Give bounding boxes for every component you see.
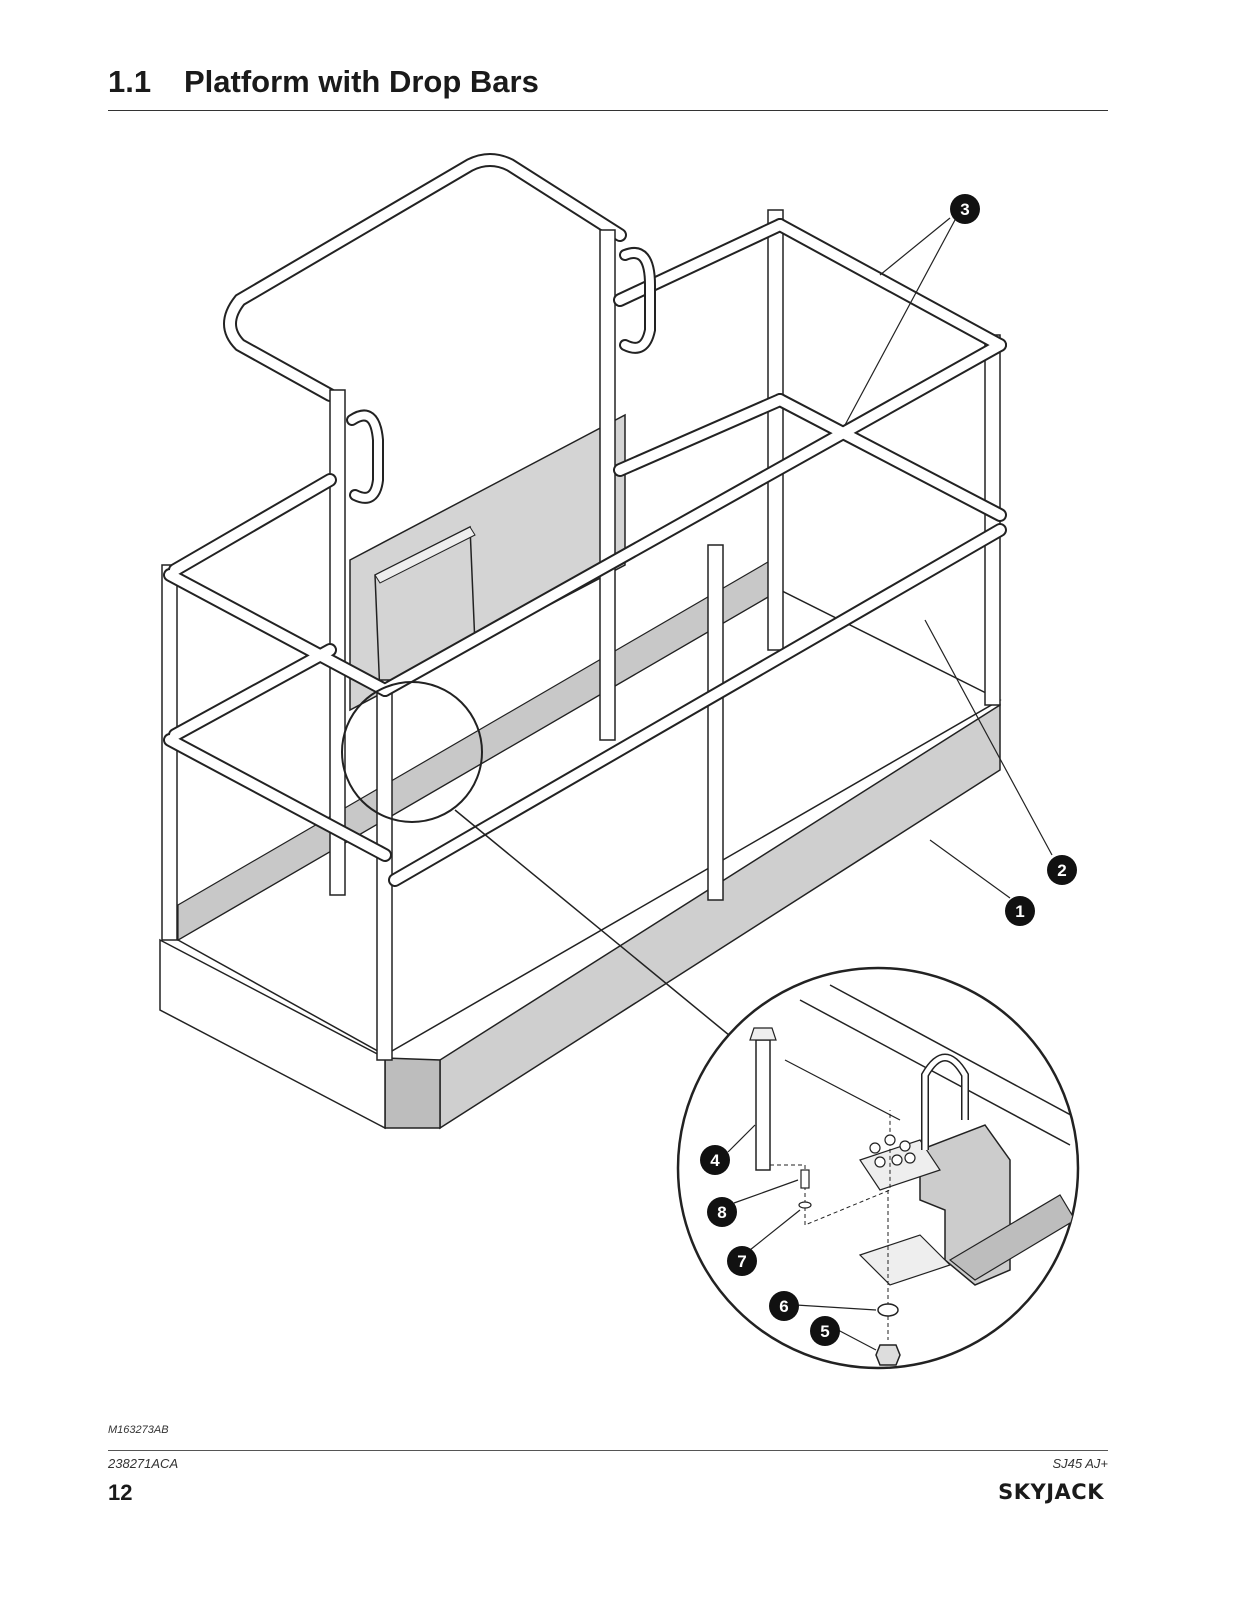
flat-washer bbox=[877, 1303, 899, 1317]
document-number: 238271ACA bbox=[108, 1456, 179, 1471]
callout-5: 5 bbox=[810, 1316, 840, 1346]
svg-text:4: 4 bbox=[710, 1151, 720, 1170]
corner-toeboard bbox=[384, 1057, 441, 1129]
brand-logo: SKYJACK bbox=[998, 1480, 1104, 1504]
svg-text:5: 5 bbox=[820, 1322, 829, 1341]
callout-8: 8 bbox=[707, 1197, 737, 1227]
bolt-cluster bbox=[869, 1134, 916, 1168]
detail-source-circle bbox=[341, 681, 483, 823]
footer-rule bbox=[108, 1450, 1108, 1451]
callout-4: 4 bbox=[700, 1145, 730, 1175]
callout-3: 3 bbox=[950, 194, 980, 224]
detail-view-contents bbox=[749, 984, 1078, 1366]
drawing-id: M163273AB bbox=[108, 1424, 169, 1436]
callout-leaders bbox=[727, 217, 1053, 1351]
model-name: SJ45 AJ+ bbox=[1052, 1456, 1108, 1471]
hinge-pin bbox=[755, 1039, 771, 1171]
svg-text:2: 2 bbox=[1057, 861, 1066, 880]
platform-posts bbox=[161, 209, 1001, 1061]
detail-leader bbox=[454, 809, 736, 1041]
page-number: 12 bbox=[108, 1480, 133, 1505]
section-title: Platform with Drop Bars bbox=[184, 64, 539, 99]
callout-6: 6 bbox=[769, 1291, 799, 1321]
platform-rails bbox=[163, 218, 1007, 887]
section-number: 1.1 bbox=[108, 64, 152, 99]
callout-2: 2 bbox=[1047, 855, 1077, 885]
page-header: 1.1 Platform with Drop Bars bbox=[108, 60, 1108, 111]
svg-text:7: 7 bbox=[737, 1252, 746, 1271]
left-toeboard bbox=[159, 938, 386, 1130]
svg-text:3: 3 bbox=[960, 200, 969, 219]
set-screw bbox=[800, 1169, 810, 1189]
lock-washer bbox=[798, 1201, 812, 1209]
lower-hinge-plate bbox=[858, 1234, 952, 1286]
hex-nut bbox=[875, 1344, 901, 1366]
svg-text:1: 1 bbox=[1015, 902, 1024, 921]
callout-7: 7 bbox=[727, 1246, 757, 1276]
svg-text:8: 8 bbox=[717, 1203, 726, 1222]
svg-text:6: 6 bbox=[779, 1297, 788, 1316]
callout-1: 1 bbox=[1005, 896, 1035, 926]
